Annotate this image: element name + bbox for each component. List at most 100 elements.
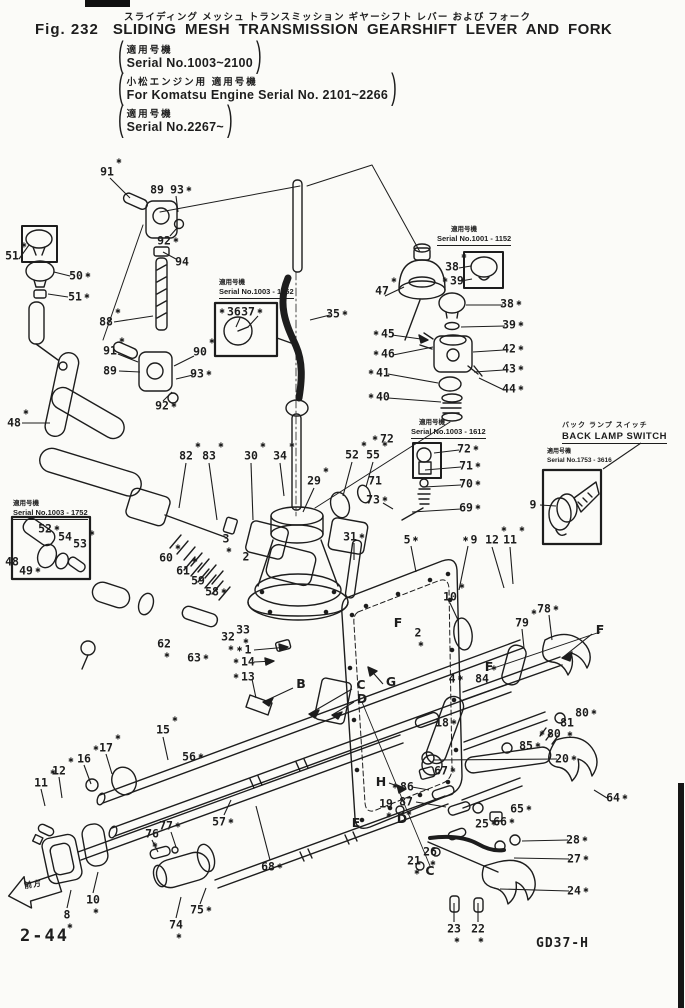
part-callout-82: 82✱ bbox=[179, 441, 201, 463]
view-ref-H: H bbox=[375, 773, 387, 789]
part-callout-32: 32✱ bbox=[221, 629, 235, 652]
part-callout-16: 16✱ bbox=[77, 744, 99, 766]
scan-edge-mark bbox=[678, 783, 684, 1008]
part-callout-1: ✱1 bbox=[236, 642, 252, 657]
view-ref-F: F bbox=[595, 621, 605, 637]
part-callout-24: 24✱ bbox=[567, 883, 589, 898]
part-callout-70: 70✱ bbox=[459, 476, 481, 491]
part-callout-17: 17✱ bbox=[99, 733, 121, 755]
part-callout-73: 73✱ bbox=[366, 492, 388, 507]
back-lamp-switch-label: バック ランプ スイッチ BACK LAMP SWITCH bbox=[562, 422, 667, 444]
part-callout-33: 33✱ bbox=[236, 622, 250, 645]
part-callout-31: 31✱ bbox=[343, 529, 365, 544]
doc-code: GD37-H bbox=[536, 936, 589, 951]
part-callout-74: 74✱ bbox=[169, 917, 183, 940]
part-callout-66: 66✱ bbox=[493, 814, 515, 829]
view-ref-E: E bbox=[351, 814, 361, 830]
parts-catalog-page: スライディング メッシュ トランスミッション ギヤーシフト レバー および フォ… bbox=[0, 0, 685, 949]
part-callout-51: 51✱ bbox=[5, 241, 27, 263]
part-callout-41: ✱41 bbox=[368, 365, 390, 380]
part-callout-88: 88✱ bbox=[99, 307, 121, 329]
part-callout-2: 2✱ bbox=[414, 625, 424, 648]
part-callout-57: 57✱ bbox=[212, 814, 234, 829]
part-callout-71: 71✱ bbox=[459, 458, 481, 473]
part-callout-93: 93✱ bbox=[190, 366, 212, 381]
part-callout-18: 18✱ bbox=[435, 715, 457, 730]
view-ref-D: D bbox=[356, 690, 368, 706]
part-callout-54: 54 bbox=[58, 529, 72, 544]
part-callout-86: ✱86 bbox=[392, 779, 414, 794]
back-lamp-serial: 適用号機 Serial No.1753 - 3616 bbox=[547, 449, 612, 464]
part-callout-92: 92✱ bbox=[155, 398, 177, 413]
part-callout-12: 12✱ bbox=[52, 756, 74, 778]
part-callout-10: 10✱ bbox=[443, 582, 465, 604]
part-callout-39: 39✱ bbox=[502, 317, 524, 332]
part-callout-36: ✱36 bbox=[219, 304, 241, 319]
part-callout-72: ✱72 bbox=[372, 431, 394, 446]
inset-serial-detent: 適用号機 Serial No.1003 - 1612 bbox=[411, 419, 486, 439]
part-callout-9: ✱9 bbox=[462, 532, 478, 547]
part-callout-93: 93✱ bbox=[170, 182, 192, 197]
part-callout-39: ✱39 bbox=[442, 273, 464, 288]
part-callout-34: 34✱ bbox=[273, 441, 295, 463]
part-callout-26: 26✱ bbox=[423, 844, 437, 867]
part-callout-12: 12✱ bbox=[485, 525, 507, 547]
part-callout-64: 64✱ bbox=[606, 790, 628, 805]
title-english: SLIDING MESH TRANSMISSION GEARSHIFT LEVE… bbox=[112, 21, 613, 38]
part-callout-19: 19✱ bbox=[379, 796, 393, 819]
part-callout-68: 68✱ bbox=[261, 859, 283, 874]
part-callout-50: 50✱ bbox=[69, 268, 91, 283]
part-callout-91: 91✱ bbox=[100, 157, 122, 179]
scan-mark bbox=[85, 0, 130, 7]
part-callout-20: 20✱ bbox=[555, 751, 577, 766]
part-callout-75: 75✱ bbox=[190, 902, 212, 917]
part-callout-60: 60✱ bbox=[159, 543, 181, 565]
part-callout-38: 38✱ bbox=[445, 252, 467, 274]
part-callout-90: 90✱ bbox=[193, 337, 215, 359]
part-callout-38: 38✱ bbox=[500, 296, 522, 311]
diagram-line-art bbox=[7, 164, 603, 913]
part-callout-47: 47✱ bbox=[375, 276, 397, 298]
part-callout-30: 30✱ bbox=[244, 441, 266, 463]
part-callout-29: 29✱ bbox=[307, 466, 329, 488]
part-callout-61: 61✱ bbox=[176, 556, 198, 578]
part-callout-52: 52✱ bbox=[345, 440, 367, 462]
part-callout-27: 27✱ bbox=[567, 851, 589, 866]
part-callout-58: 58✱ bbox=[205, 584, 227, 599]
part-callout-52: 52✱ bbox=[38, 521, 60, 536]
part-callout-10: 10✱ bbox=[86, 892, 100, 915]
view-ref-C: C bbox=[356, 676, 366, 692]
part-callout-71: 71 bbox=[368, 473, 382, 488]
title-japanese: スライディング メッシュ トランスミッション ギヤーシフト レバー および フォ… bbox=[124, 12, 532, 23]
part-callout-44: 44✱ bbox=[502, 381, 524, 396]
inset-serial-left: 適用号機 Serial No.1003 - 1752 bbox=[13, 500, 88, 520]
part-callout-22: 22✱ bbox=[471, 921, 485, 944]
part-callout-8: 8✱ bbox=[63, 907, 73, 930]
part-callout-79: 79✱ bbox=[515, 608, 537, 630]
part-callout-78: 78✱ bbox=[537, 601, 559, 616]
part-callout-91: 91✱ bbox=[103, 336, 125, 358]
view-ref-B: B bbox=[296, 675, 306, 691]
part-callout-63: 63✱ bbox=[187, 650, 209, 665]
part-callout-28: 28✱ bbox=[566, 832, 588, 847]
part-callout-14: ✱14 bbox=[233, 654, 255, 669]
callout-leader-lines bbox=[18, 177, 642, 922]
part-callout-67: 67✱ bbox=[434, 763, 456, 778]
part-callout-92: 92✱ bbox=[157, 233, 179, 248]
part-callout-62: 62✱ bbox=[157, 636, 171, 659]
part-callout-65: 65✱ bbox=[510, 801, 532, 816]
part-callout-35: 35✱ bbox=[326, 306, 348, 321]
part-callout-76: 76✱ bbox=[145, 826, 159, 849]
part-callout-81: 81✱ bbox=[560, 715, 574, 738]
part-callout-11: 11✱ bbox=[34, 768, 56, 790]
part-callout-53: 53✱ bbox=[73, 529, 95, 551]
part-callout-55: 55✱ bbox=[366, 440, 388, 462]
view-ref-F: F bbox=[393, 614, 403, 630]
part-callout-51: 51✱ bbox=[68, 289, 90, 304]
